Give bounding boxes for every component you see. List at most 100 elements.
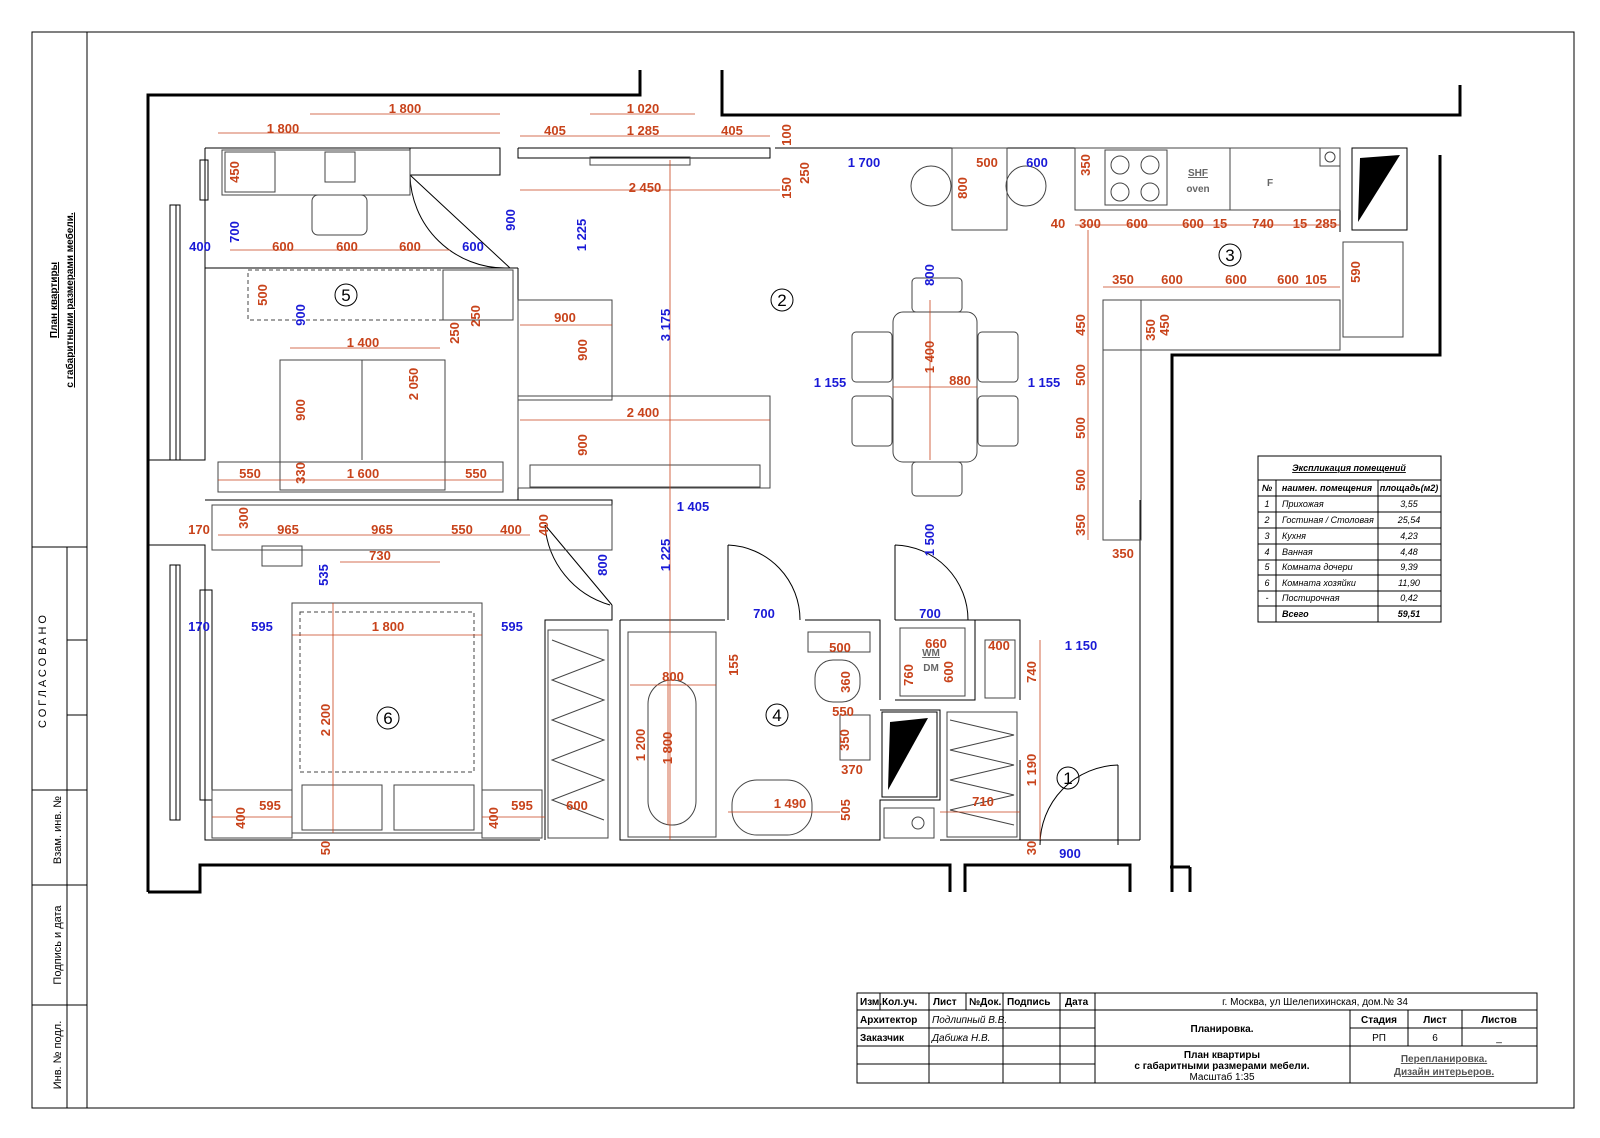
dim-label: 1 500 (922, 524, 937, 557)
dim-label: 3 175 (658, 309, 673, 342)
explication-cell: 9,39 (1400, 562, 1418, 572)
dim-label: 710 (972, 794, 994, 809)
explication-cell: 11,90 (1398, 578, 1420, 588)
tb-header: Подпись (1007, 997, 1050, 1008)
dim-label: 500 (1073, 364, 1088, 386)
explication-header-num: № (1262, 483, 1273, 493)
tb-header: Лист (933, 997, 957, 1008)
dim-label: 300 (236, 507, 251, 529)
explication-cell: 5 (1264, 562, 1270, 572)
explication-cell: 3 (1264, 531, 1269, 541)
dim-label: 30 (1024, 841, 1039, 855)
dim-label: 500 (829, 640, 851, 655)
stamp-label-signature: Подпись и дата (52, 905, 64, 985)
dim-label: 1 800 (389, 101, 422, 116)
dim-label: 550 (832, 704, 854, 719)
tb-stage: РП (1372, 1033, 1386, 1044)
dim-label: 600 (1026, 155, 1048, 170)
explication-title: Экспликация помещений (1292, 463, 1406, 473)
dim-label: 800 (595, 554, 610, 576)
tb-sheet: 6 (1432, 1033, 1438, 1044)
explication-cell: 0,42 (1400, 593, 1418, 603)
oven-label: oven (1186, 184, 1209, 195)
dim-label: 170 (188, 619, 210, 634)
explication-cell: Гостиная / Столовая (1282, 515, 1374, 525)
dim-label: 2 400 (627, 405, 660, 420)
dim-label: 900 (503, 209, 518, 231)
dim-label: 1 800 (372, 619, 405, 634)
dim-label: 600 (1161, 272, 1183, 287)
explication-cell: Комната хозяйки (1282, 578, 1356, 588)
explication-cell: 4,48 (1400, 547, 1418, 557)
dim-label: 900 (575, 339, 590, 361)
dim-label: 350 (1143, 319, 1158, 341)
explication-cell: 4,23 (1400, 531, 1418, 541)
dim-label: 500 (255, 284, 270, 306)
tb-client: Дабижа Н.В. (931, 1032, 990, 1044)
dim-label: 1 225 (574, 219, 589, 252)
dim-label: 600 (462, 239, 484, 254)
dim-label: 1 490 (774, 796, 807, 811)
dim-label: 2 450 (629, 180, 662, 195)
dim-label: 500 (1073, 469, 1088, 491)
explication-cell: 2 (1263, 515, 1269, 525)
tb-client-label: Заказчик (860, 1033, 905, 1044)
fridge-label: F (1267, 178, 1273, 189)
dim-label: 450 (1073, 314, 1088, 336)
sheet-frame (31, 31, 1575, 1109)
dim-label: 1 225 (658, 539, 673, 572)
dim-label: 1 600 (347, 466, 380, 481)
dimension-labels-red: 1 800 1 800 1 020 405 1 285 405 100 2 45… (188, 101, 1363, 855)
dim-label: 155 (726, 654, 741, 676)
dim-label: 550 (451, 522, 473, 537)
dim-label: 900 (554, 310, 576, 325)
dim-label: 1 200 (633, 729, 648, 762)
dim-label: 740 (1024, 661, 1039, 683)
dim-label: 405 (544, 123, 566, 138)
dim-label: 500 (976, 155, 998, 170)
room-number-5: 5 (341, 286, 350, 305)
explication-header-area: площадь(м2) (1380, 483, 1438, 493)
dim-label: 1 155 (1028, 375, 1061, 390)
dim-label: 2 050 (406, 368, 421, 401)
explication-cell: Прихожая (1282, 499, 1324, 509)
dim-label: 400 (486, 807, 501, 829)
dim-label: 250 (447, 322, 462, 344)
stamp-label-replaced: Взам. инв. № (52, 796, 64, 864)
dryer-label: DM (923, 663, 939, 674)
explication-cell: - (1266, 593, 1269, 603)
dim-label: 660 (925, 636, 947, 651)
doors (409, 174, 1119, 846)
side-title: План квартиры с габаритными размерами ме… (49, 212, 76, 387)
dim-label: 600 (1277, 272, 1299, 287)
dim-label: 1 405 (677, 499, 710, 514)
tb-sheets-label: Листов (1481, 1015, 1517, 1026)
dim-label: 740 (1252, 216, 1274, 231)
dim-label: 285 (1315, 216, 1337, 231)
tb-company-2: Дизайн интерьеров. (1394, 1067, 1494, 1078)
dim-label: 400 (500, 522, 522, 537)
dim-label: 350 (837, 729, 852, 751)
dim-label: 600 (941, 661, 956, 683)
explication-cell: Ванная (1282, 547, 1313, 557)
dim-label: 450 (227, 161, 242, 183)
room-number-1: 1 (1063, 769, 1072, 788)
dim-label: 1 800 (660, 732, 675, 765)
dim-label: 1 150 (1065, 638, 1098, 653)
explication-table: Экспликация помещений № наимен. помещени… (1257, 455, 1442, 623)
explication-cell: 25,54 (1397, 515, 1421, 525)
dim-label: 760 (901, 664, 916, 686)
dim-label: 1 190 (1024, 754, 1039, 787)
stamp-label-inventory: Инв. № подл. (52, 1021, 64, 1090)
dim-label: 350 (1112, 546, 1134, 561)
tb-header: Дата (1065, 997, 1089, 1008)
dim-label: 100 (779, 124, 794, 146)
tb-header: Кол.уч. (882, 997, 917, 1008)
dim-label: 600 (1225, 272, 1247, 287)
dim-label: 1 400 (347, 335, 380, 350)
dim-label: 535 (316, 564, 331, 586)
walls (146, 70, 1462, 894)
dim-label: 595 (259, 798, 281, 813)
dim-label: 105 (1305, 272, 1327, 287)
tb-stage-label: Стадия (1361, 1015, 1397, 1026)
